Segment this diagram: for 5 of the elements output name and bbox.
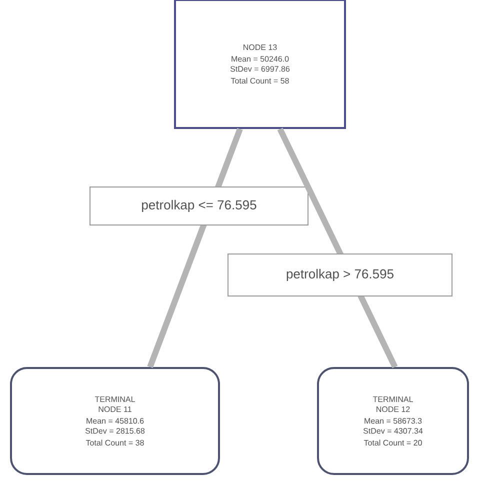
terminal-node-box: TERMINAL NODE 11 Mean = 45810.6 StDev = 2815.68 Total Count = 38 — [10, 367, 220, 475]
node-box: NODE 13 Mean = 50246.0 StDev = 6997.86 Total Count = 58 — [174, 0, 346, 129]
split-label: petrolkap <= 76.595 — [90, 186, 308, 226]
terminal-node-box: TERMINAL NODE 12 Mean = 58673.3 StDev = 4307.34 Total Count = 20 — [317, 367, 469, 475]
split-label: petrolkap > 76.595 — [228, 254, 452, 296]
